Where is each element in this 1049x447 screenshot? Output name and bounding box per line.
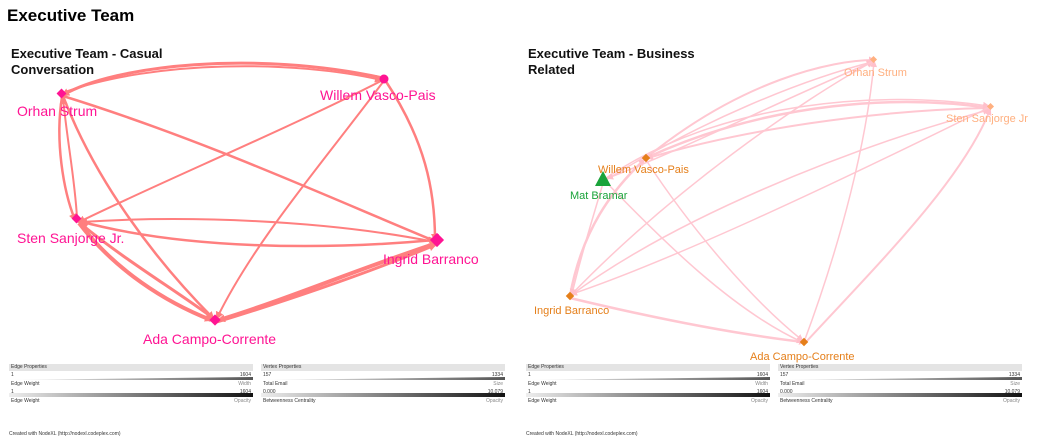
nodexl-credit: Created with NodeXL (http://nodexl.codep… bbox=[526, 431, 638, 437]
edge-b-15 bbox=[570, 107, 989, 296]
node-label-b-ingrid: Ingrid Barranco bbox=[534, 305, 609, 317]
edge-b-14 bbox=[606, 61, 873, 180]
edge-willem-ingrid bbox=[383, 79, 439, 242]
edge-b-8 bbox=[569, 61, 874, 297]
node-label-b-sten: Sten Sanjorge Jr bbox=[946, 113, 1028, 125]
panel-title: Executive Team - Business Related bbox=[528, 46, 728, 78]
edge-b-1 bbox=[645, 56, 876, 159]
node-sten bbox=[71, 213, 82, 224]
edge-orhan-sten bbox=[58, 96, 77, 222]
edge-b-10 bbox=[803, 60, 878, 343]
edge-b-2 bbox=[645, 100, 992, 160]
casual-conversation-panel: Executive Team - Casual Conversation bbox=[5, 40, 525, 445]
edge-ingrid-sten bbox=[79, 217, 436, 243]
edge-properties-header: Edge Properties bbox=[9, 364, 253, 371]
edge-b-6 bbox=[568, 158, 646, 297]
node-ada bbox=[209, 314, 221, 326]
edge-ada-ingrid bbox=[216, 243, 437, 324]
edge-b-11 bbox=[805, 108, 992, 343]
page-title: Executive Team bbox=[7, 6, 135, 25]
edge-b-9 bbox=[569, 296, 806, 345]
edge-b-7 bbox=[569, 107, 990, 297]
node-label-orhan: Orhan Strum bbox=[17, 103, 97, 119]
business-network-graph: Orhan Strum Sten Sanjorge Jr Willem Vasc… bbox=[534, 55, 1028, 363]
panel-title-line1: Executive Team - Casual bbox=[11, 46, 163, 61]
node-b-sten bbox=[986, 102, 995, 111]
node-label-ingrid: Ingrid Barranco bbox=[383, 251, 479, 267]
edge-b-3 bbox=[646, 107, 991, 160]
node-orhan bbox=[56, 88, 67, 99]
nodexl-credit: Created with NodeXL (http://nodexl.codep… bbox=[9, 431, 121, 437]
node-label-ada: Ada Campo-Corrente bbox=[143, 331, 276, 347]
edge-b-12 bbox=[645, 159, 804, 342]
edge-properties-header: Edge Properties bbox=[526, 364, 770, 371]
edge-sten-ada bbox=[77, 221, 213, 322]
panel-title-line1: Executive Team - Business bbox=[528, 46, 695, 61]
edge-willem-sten bbox=[77, 79, 384, 223]
edge-orhan-ingrid bbox=[62, 94, 439, 244]
node-label-b-ada: Ada Campo-Corrente bbox=[750, 351, 855, 363]
node-label-willem: Willem Vasco-Pais bbox=[320, 87, 436, 103]
edge-orhan-ada bbox=[61, 95, 215, 320]
node-ingrid bbox=[429, 232, 445, 248]
node-label-sten: Sten Sanjorge Jr. bbox=[17, 230, 124, 246]
edge-b-16 bbox=[569, 179, 605, 296]
node-b-ada bbox=[799, 337, 809, 347]
node-b-mat bbox=[595, 171, 611, 186]
edge-b-4 bbox=[605, 98, 990, 179]
edge-willem-ada bbox=[216, 81, 384, 320]
edge-b-13 bbox=[603, 179, 804, 344]
edge-ada-sten bbox=[79, 222, 214, 320]
node-label-b-mat: Mat Bramar bbox=[570, 190, 628, 202]
node-b-orhan bbox=[869, 55, 878, 64]
edge-sten-ingrid bbox=[78, 219, 437, 248]
business-related-panel: Executive Team - Business Related bbox=[522, 40, 1042, 445]
panel-title-line2: Conversation bbox=[11, 62, 95, 77]
vertex-properties-header: Vertex Properties bbox=[778, 364, 1022, 371]
casual-network-graph: Orhan Strum Willem Vasco-Pais Sten Sanjo… bbox=[17, 61, 479, 347]
node-label-b-orhan: Orhan Strum bbox=[844, 67, 907, 79]
edge-orhan-willem bbox=[64, 65, 383, 93]
edge-sten-orhan bbox=[59, 96, 78, 219]
panel-title-line2: Related bbox=[528, 62, 575, 77]
panel-title: Executive Team - Casual Conversation bbox=[11, 46, 211, 78]
node-willem bbox=[379, 74, 389, 84]
vertex-properties-header: Vertex Properties bbox=[261, 364, 505, 371]
node-label-b-willem: Willem Vasco-Pais bbox=[598, 164, 689, 176]
